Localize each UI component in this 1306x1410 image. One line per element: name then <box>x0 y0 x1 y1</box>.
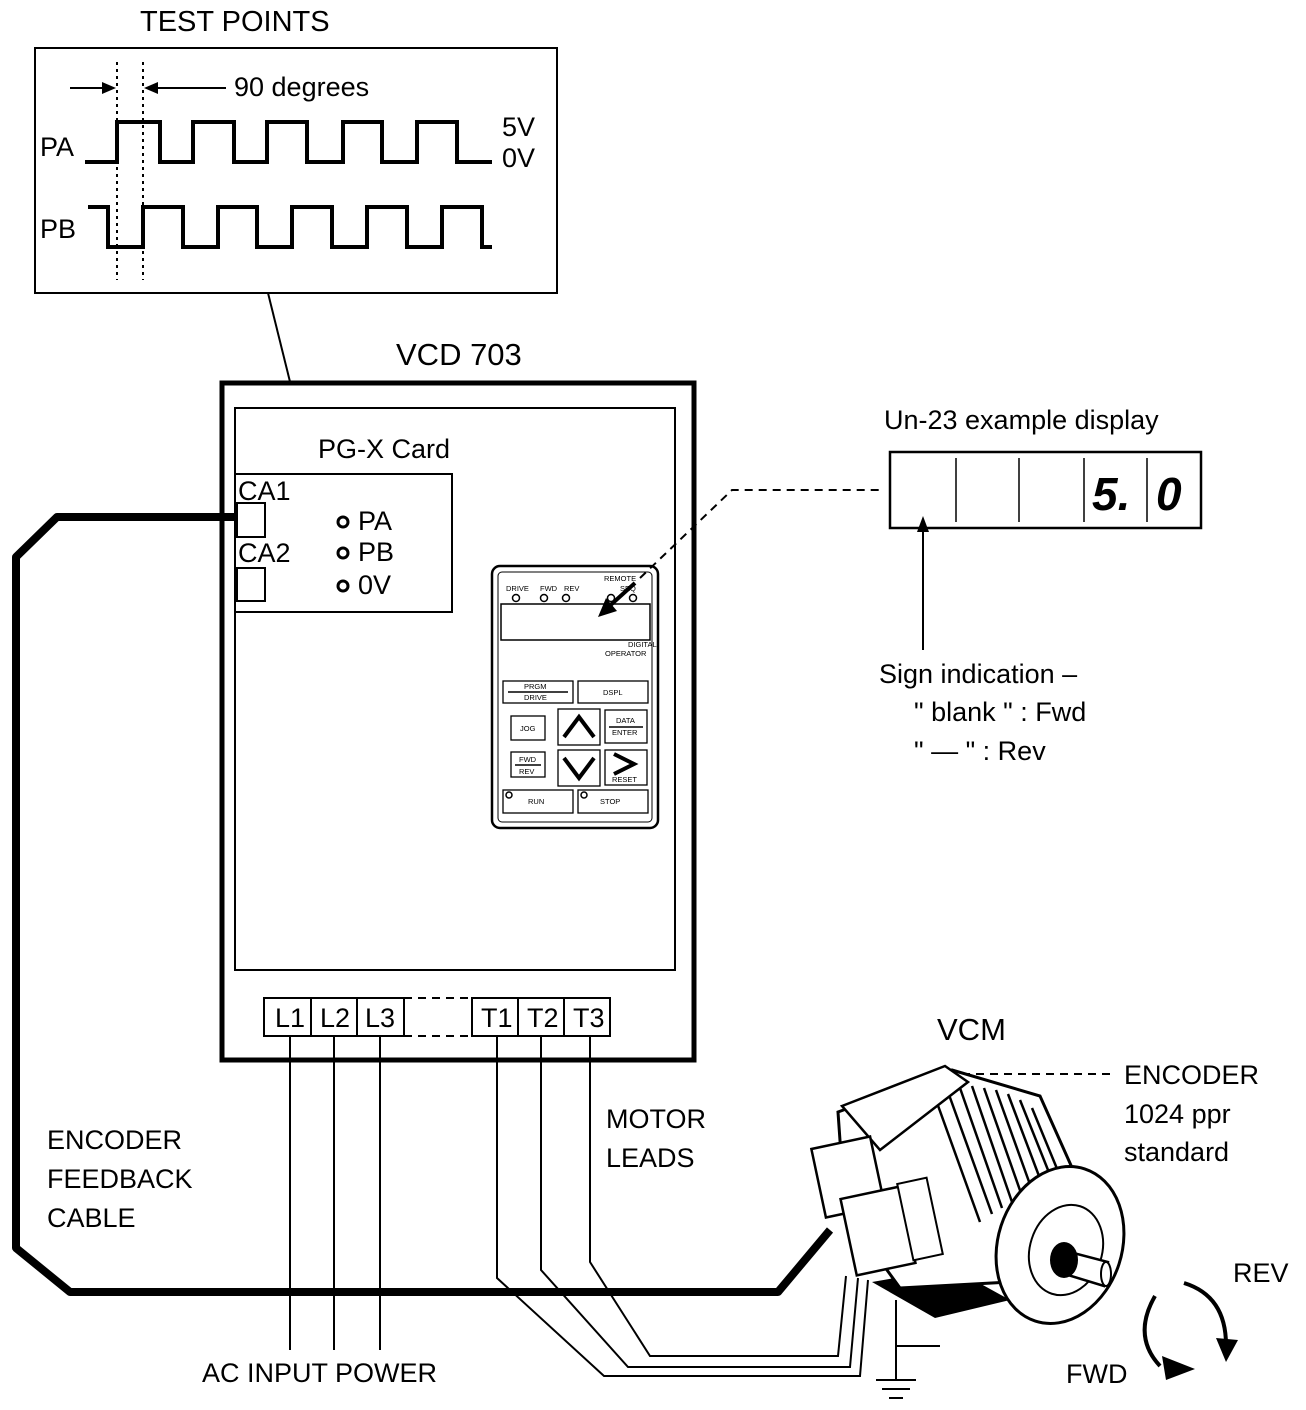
shift-reset-key[interactable]: RESET <box>604 749 648 786</box>
display-title: Un-23 example display <box>884 405 1159 435</box>
test-points-panel <box>34 47 558 294</box>
display-leader <box>639 489 880 579</box>
sign-blank-fwd: " blank " : Fwd <box>914 697 1086 727</box>
un23-display <box>888 450 1203 530</box>
fwd-label: FWD <box>1066 1359 1127 1389</box>
run-key[interactable]: RUN <box>502 789 574 814</box>
ac-input-wires <box>289 1036 381 1350</box>
ca2-connector <box>236 567 266 602</box>
rev-rotation-arrow-icon <box>1183 1281 1238 1362</box>
sign-indicator-arrow <box>917 516 929 650</box>
down-key[interactable] <box>557 749 601 787</box>
test-point-pa <box>336 515 350 529</box>
display-digit-0: 0 <box>1156 468 1182 520</box>
up-key[interactable] <box>557 708 601 746</box>
svg-text:REV: REV <box>519 767 534 776</box>
test-point-pb <box>336 546 350 560</box>
led-rev <box>561 593 571 603</box>
display-digit-5: 5. <box>1092 468 1130 520</box>
phase-arrow-left <box>70 82 116 94</box>
motor-leads-label-2: LEADS <box>606 1143 695 1173</box>
ca1-connector <box>236 502 266 538</box>
svg-text:DATA: DATA <box>616 716 635 725</box>
encoder-info-3: standard <box>1124 1137 1229 1167</box>
pg-card-title: PG-X Card <box>318 434 450 464</box>
data-enter-key[interactable]: DATA ENTER <box>604 709 648 744</box>
encoder-cable-label-3: CABLE <box>47 1203 136 1233</box>
led-label-rev: REV <box>564 584 579 593</box>
fwd-rotation-arrow-icon <box>1142 1295 1195 1380</box>
encoder-info-2: 1024 ppr <box>1124 1099 1231 1129</box>
pa-waveform <box>85 120 492 164</box>
pa-label: PA <box>40 132 74 162</box>
svg-text:JOG: JOG <box>520 724 536 733</box>
test-point-0v <box>336 579 350 593</box>
test-points-title: TEST POINTS <box>140 6 330 38</box>
terminal-l3: L3 <box>365 1003 395 1033</box>
phase-label: 90 degrees <box>234 72 369 102</box>
svg-text:ENTER: ENTER <box>612 728 638 737</box>
led-label-remote: REMOTE <box>604 574 636 583</box>
prgm-drive-key[interactable]: PRGM DRIVE <box>502 680 574 704</box>
chevron-down-icon <box>562 756 596 782</box>
terminal-t3: T3 <box>573 1003 605 1033</box>
svg-text:PRGM: PRGM <box>524 682 547 691</box>
phase-arrow-right <box>144 82 226 94</box>
encoder-info-1: ENCODER <box>1124 1060 1259 1090</box>
tp-pb-label: PB <box>358 537 394 567</box>
terminal-l1: L1 <box>275 1003 305 1033</box>
led-fwd <box>539 593 549 603</box>
svg-text:DSPL: DSPL <box>603 688 623 697</box>
terminal-block: L1 L2 L3 T1 T2 T3 <box>263 997 611 1037</box>
svg-text:RUN: RUN <box>528 797 544 806</box>
led-drive <box>511 593 521 603</box>
rev-label: REV <box>1233 1258 1289 1288</box>
motor-leads <box>496 1036 869 1377</box>
chevron-up-icon <box>562 713 596 739</box>
operator-display-window <box>500 603 651 641</box>
dspl-key[interactable]: DSPL <box>577 680 649 704</box>
ca2-label: CA2 <box>238 538 291 568</box>
drive-title: VCD 703 <box>396 337 522 372</box>
motor-illustration <box>809 1064 1126 1325</box>
encoder-feedback-cable <box>12 513 834 1296</box>
terminal-l2: L2 <box>320 1003 350 1033</box>
high-level-label: 5V <box>502 112 535 142</box>
motor-leads-label-1: MOTOR <box>606 1104 706 1134</box>
operator-label-digital: DIGITAL <box>628 640 657 649</box>
svg-text:RESET: RESET <box>612 775 637 784</box>
ca1-label: CA1 <box>238 476 291 506</box>
low-level-label: 0V <box>502 143 535 173</box>
ac-input-label: AC INPUT POWER <box>202 1358 437 1388</box>
display-leader-arrow <box>598 581 637 617</box>
ground-icon <box>876 1300 940 1399</box>
terminal-t2: T2 <box>527 1003 559 1033</box>
jog-key[interactable]: JOG <box>510 715 546 741</box>
tp-pa-label: PA <box>358 506 392 536</box>
operator-label-operator: OPERATOR <box>605 649 647 658</box>
svg-text:FWD: FWD <box>519 755 537 764</box>
encoder-cable-label-1: ENCODER <box>47 1125 182 1155</box>
led-seq <box>606 593 616 603</box>
fwd-rev-key[interactable]: FWD REV <box>510 751 546 778</box>
led-label-fwd: FWD <box>540 584 558 593</box>
sign-title: Sign indication – <box>879 659 1077 689</box>
chevron-right-icon <box>613 752 639 776</box>
led-ref <box>628 593 638 603</box>
motor-title: VCM <box>937 1012 1006 1047</box>
led-label-drive: DRIVE <box>506 584 529 593</box>
pb-waveform <box>88 205 492 249</box>
tp-0v-label: 0V <box>358 570 391 600</box>
terminal-t1: T1 <box>481 1003 513 1033</box>
digital-operator: DRIVE FWD REV REMOTE SEQ DIGITAL OPERATO… <box>490 564 660 830</box>
encoder-cable-label-2: FEEDBACK <box>47 1164 193 1194</box>
svg-text:DRIVE: DRIVE <box>524 693 547 702</box>
stop-key[interactable]: STOP <box>577 789 649 814</box>
pb-label: PB <box>40 214 76 244</box>
sign-dash-rev: " — " : Rev <box>914 736 1046 766</box>
svg-text:STOP: STOP <box>600 797 620 806</box>
